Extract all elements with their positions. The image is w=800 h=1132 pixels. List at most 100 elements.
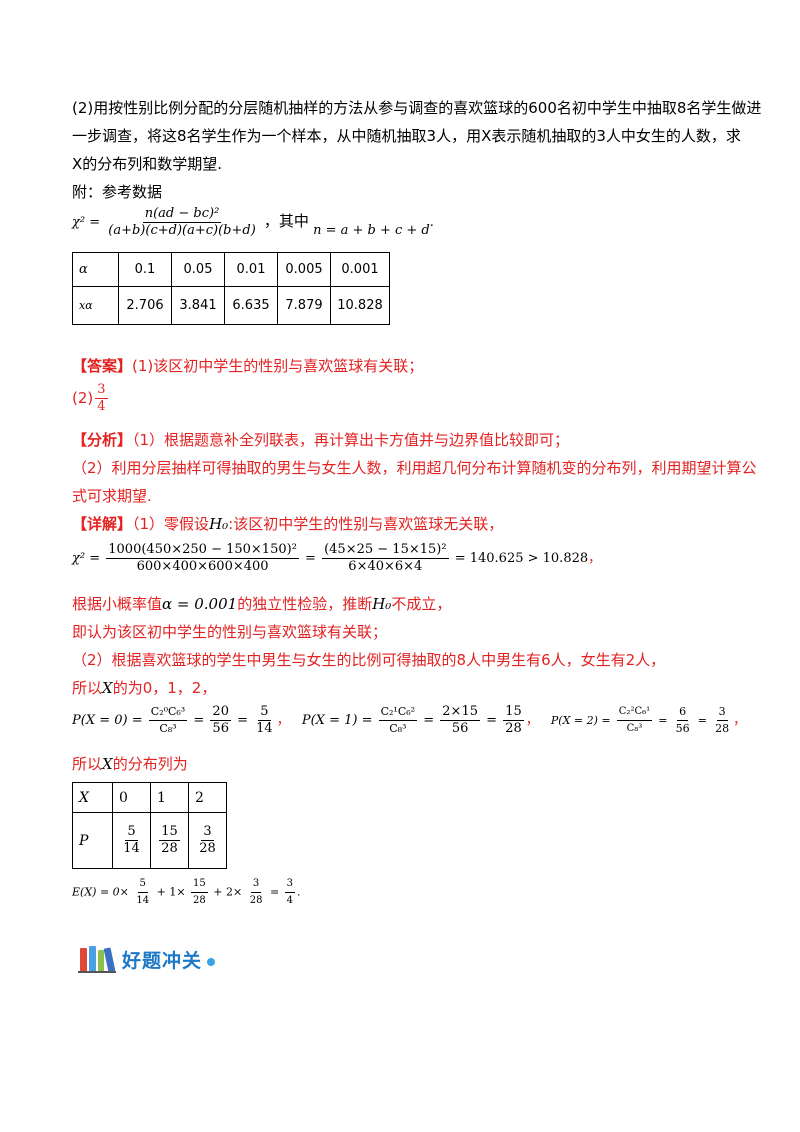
p2-comb-den: C₈³ [626,723,643,734]
detail-text-3b: 的独立性检验，推断 [237,595,373,613]
p1-res-num: 15 [503,704,524,721]
chi-den-2: 6×40×6×4 [348,559,423,574]
detail-label: 【详解】 [72,515,133,533]
p1-lhs: P(X = 1) = [301,713,373,728]
p0-comb-den: C₈³ [159,722,177,735]
reference-row-x: xα 2.706 3.841 6.635 7.879 10.828 [72,286,390,325]
exp-f3-den: 28 [249,895,263,906]
answer-part1: (1)该区初中学生的性别与喜欢篮球有关联； [132,357,424,375]
p2-comb-num: C₂²C₆¹ [616,704,653,721]
exp-plus1: + 1× [156,885,186,899]
detail-line-3: 根据小概率值α = 0.001的独立性检验，推断H₀不成立， [72,590,451,618]
detail-line-6: 所以X的为0，1，2， [72,674,216,702]
answer-line: 【答案】(1)该区初中学生的性别与喜欢篮球有关联； [72,352,423,380]
p1-comb-den: C₈³ [389,722,407,735]
analysis-label: 【分析】 [72,431,133,449]
ref-cell: 0.1 [118,252,172,287]
dist-p-num: 5 [125,824,138,841]
p2-comb: C₂²C₆¹ C₈³ [616,704,653,737]
detail-text-1a: （1）零假设 [132,515,210,533]
p0-res-den: 14 [256,721,273,736]
answer-part2-prefix: (2) [72,389,94,407]
exp-end: . [297,885,301,899]
detail-text-8b: 的分布列为 [112,755,188,773]
reference-table: α 0.1 0.05 0.01 0.005 0.001 xα 2.706 3.8… [72,252,390,325]
p2-lhs: P(X = 2) = [550,714,611,727]
dist-p-num: 3 [201,824,214,841]
ref-cell: 0.005 [277,252,331,287]
chi-num-1: 1000(450×250 − 150×150)² [106,542,299,559]
formula-denominator: (a+b)(c+d)(a+c)(b+d) [108,223,256,238]
logo-text: 好题冲关 [122,949,203,972]
detail-text-8a: 所以 [72,755,103,773]
answer-denominator: 4 [97,399,106,414]
p0-res-num: 5 [258,704,271,721]
ref-cell: 0.001 [330,252,390,287]
p0-lhs: P(X = 0) = [72,713,143,728]
chi-num-2: (45×25 − 15×15)² [322,542,449,559]
exp-f2-den: 28 [193,895,206,906]
p0-mid-den: 56 [212,721,229,736]
detail-text-6b: 的为0，1，2， [112,679,217,697]
p2-mid-den: 56 [675,722,690,735]
chi-square-formula: χ² = n(ad − bc)² (a+b)(c+d)(a+c)(b+d) ，其… [72,206,434,239]
chi-den-1: 600×400×600×400 [136,559,269,574]
ref-cell: 0.05 [171,252,225,287]
dist-p-den: 28 [199,841,216,856]
p2-res-num: 3 [716,704,728,721]
h0-symbol: H₀ [372,595,392,613]
exp-f1-num: 5 [137,876,148,893]
exp-eq: = [269,885,280,899]
ref-cell: α [72,252,119,287]
formula-end: . [429,215,434,230]
formula-n-definition: n = a + b + c + d [313,223,430,238]
answer-numerator: 3 [95,382,108,399]
detail-text-3a: 根据小概率值 [72,595,163,613]
formula-lhs: χ² = [72,215,101,230]
p1-mid-den: 56 [451,721,469,736]
good-problems-logo: 好题冲关 [78,944,216,974]
dist-p-num: 15 [159,824,180,841]
ref-cell: 2.706 [118,286,172,325]
formula-fraction: n(ad − bc)² (a+b)(c+d)(a+c)(b+d) [106,206,258,239]
p2-mid-num: 6 [677,704,689,721]
detail-text-6a: 所以 [72,679,103,697]
chi-eq: = [305,551,316,566]
x-symbol: X [102,755,113,773]
exp-f1-den: 14 [136,895,150,906]
formula-numerator: n(ad − bc)² [142,206,222,223]
x-symbol: X [102,679,113,697]
h0-symbol: H₀ [209,515,229,533]
ref-cell: 10.828 [330,286,390,325]
detail-line-8: 所以X的分布列为 [72,750,188,778]
detail-line-5: （2）根据喜欢篮球的学生中男生与女生的比例可得抽取的8人中男生有6人，女生有2人… [72,651,666,669]
dist-x-value: 2 [188,782,227,813]
ref-cell: 0.01 [224,252,278,287]
exp-f4-den: 4 [286,895,294,906]
exp-f4-num: 3 [284,876,296,893]
p1-comb-num: C₂¹C₆² [378,704,418,721]
analysis-line-3: 式可求期望. [72,487,152,505]
analysis-text-1: （1）根据题意补全列联表，再计算出卡方值并与边界值比较即可； [132,431,570,449]
dist-p-den: 14 [123,841,140,856]
ref-cell: 7.879 [277,286,331,325]
reference-title: 附：参考数据 [72,183,163,201]
problem-line-2: 一步调查，将这8名学生作为一个样本，从中随机抽取3人，用X表示随机抽取的3人中女… [72,127,741,145]
